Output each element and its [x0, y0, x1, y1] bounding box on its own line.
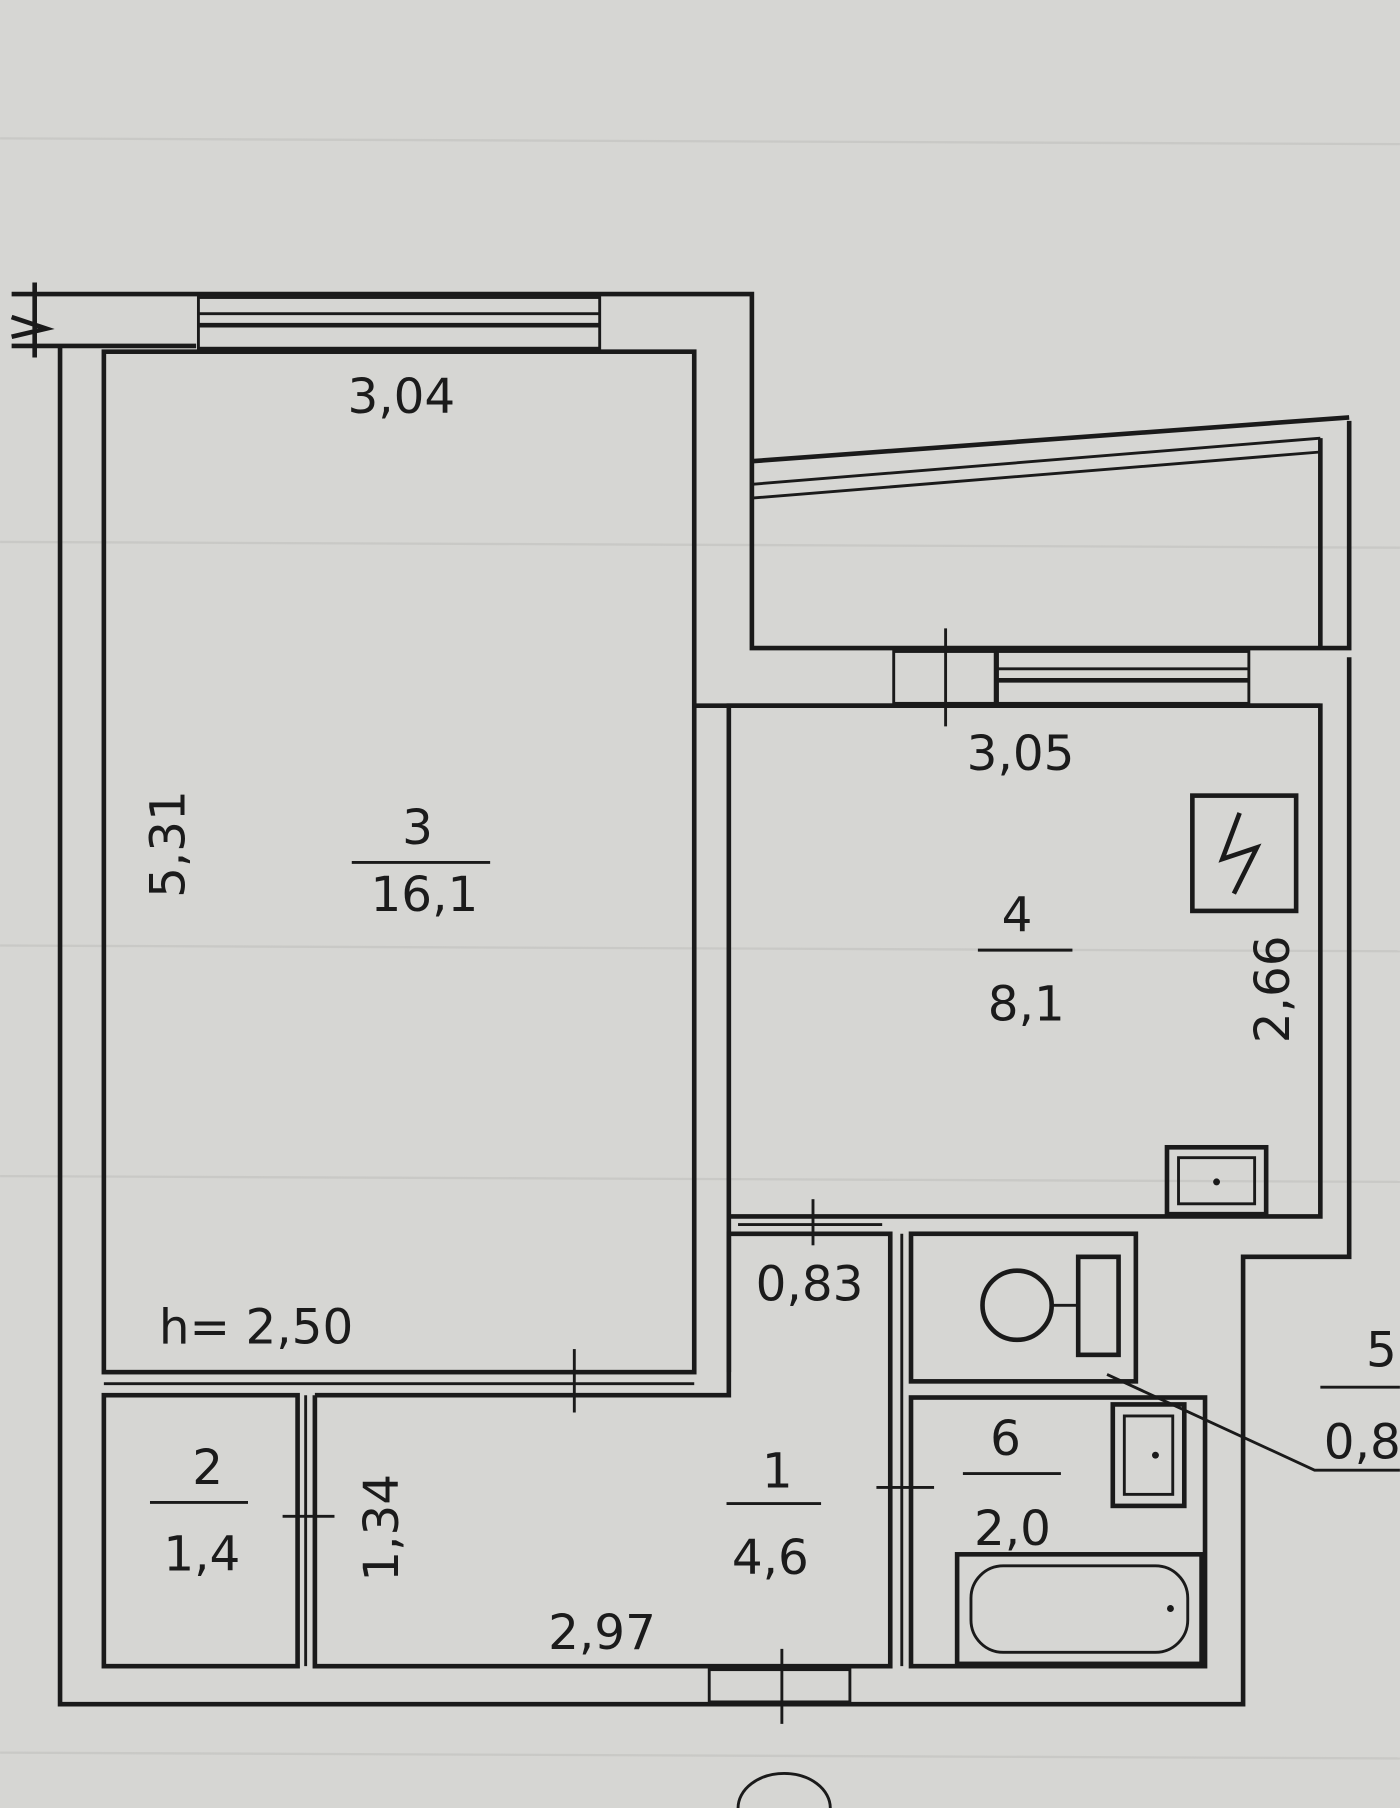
room4-area: 8,1 — [988, 976, 1065, 1032]
leader-line-room5 — [1106, 1373, 1400, 1472]
partitions — [103, 1199, 935, 1808]
room2-length: 1,34 — [354, 1474, 410, 1582]
room-5 — [908, 1231, 1139, 1384]
ceiling-height: h= 2,50 — [159, 1299, 353, 1355]
room1-width: 2,97 — [548, 1605, 656, 1661]
washbasin-icon — [1110, 1402, 1187, 1509]
paper-lines — [0, 137, 1400, 1760]
bathtub-icon — [954, 1552, 1204, 1667]
room6-area: 2,0 — [974, 1501, 1051, 1557]
room6-number: 6 — [990, 1411, 1021, 1467]
room-1 — [312, 1231, 893, 1669]
room3-area: 16,1 — [371, 867, 479, 923]
room-2 — [101, 1392, 300, 1669]
room4-number: 4 — [1002, 888, 1033, 944]
room4-width: 3,05 — [967, 726, 1075, 782]
room5-number: 5 — [1366, 1322, 1397, 1378]
corridor-step: 0,83 — [756, 1257, 864, 1313]
electric-panel-icon — [1190, 793, 1299, 914]
room3-length: 5,31 — [141, 790, 197, 898]
room3-width: 3,04 — [347, 369, 455, 425]
room5-area: 0,8 — [1324, 1415, 1400, 1471]
kitchen-sink-icon — [1164, 1144, 1269, 1217]
room1-area: 4,6 — [732, 1530, 809, 1586]
room3-number: 3 — [402, 800, 433, 856]
room1-number: 1 — [762, 1443, 793, 1499]
room-4 — [726, 703, 1323, 1373]
window-room4 — [892, 628, 1251, 727]
window-room3 — [196, 296, 602, 350]
room-3 — [101, 349, 697, 1375]
room2-area: 1,4 — [163, 1526, 240, 1582]
room4-length: 2,66 — [1245, 935, 1301, 1043]
room2-number: 2 — [192, 1440, 223, 1496]
toilet-icon — [980, 1254, 1121, 1358]
